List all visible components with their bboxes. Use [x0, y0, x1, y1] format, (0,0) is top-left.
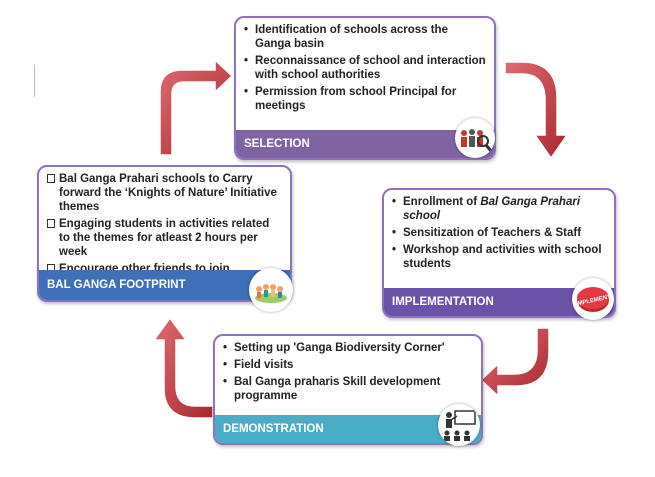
- list-item: Engaging students in activities related …: [47, 217, 282, 259]
- implementation-list: Enrollment of Bal Ganga Prahari school S…: [392, 195, 606, 271]
- list-item: Reconnaissance of school and interaction…: [244, 54, 486, 82]
- demonstration-list: Setting up 'Ganga Biodiversity Corner' F…: [223, 341, 473, 403]
- cycle-arrow-selection-to-implementation: [504, 61, 569, 160]
- classroom-presentation-icon: [438, 404, 480, 446]
- list-item: Sensitization of Teachers & Staff: [392, 226, 606, 240]
- school-name: Bal Ganga Prahari school: [403, 196, 581, 222]
- footprint-card: Bal Ganga Prahari schools to Carry forwa…: [37, 165, 292, 302]
- list-item: Field visits: [223, 358, 473, 372]
- selection-list: Identification of schools across the Gan…: [244, 23, 486, 113]
- implementation-title: IMPLEMENTATION: [392, 296, 494, 308]
- list-item: Bal Ganga praharis Skill development pro…: [223, 375, 473, 403]
- selection-title: SELECTION: [244, 138, 310, 150]
- list-item: Setting up 'Ganga Biodiversity Corner': [223, 341, 473, 355]
- list-item: Identification of schools across the Gan…: [244, 23, 486, 51]
- demonstration-title: DEMONSTRATION: [223, 423, 324, 435]
- footprint-band: BAL GANGA FOOTPRINT: [39, 270, 290, 300]
- list-item: Bal Ganga Prahari schools to Carry forwa…: [47, 172, 282, 214]
- cycle-arrow-implementation-to-demonstration: [479, 327, 550, 398]
- list-item: Enrollment of Bal Ganga Prahari school: [392, 195, 606, 223]
- children-group-icon: [249, 268, 293, 312]
- selection-card: Identification of schools across the Gan…: [234, 16, 496, 160]
- selection-band: SELECTION: [236, 130, 494, 158]
- implement-stamp-icon: IMPLEMENT: [572, 278, 614, 320]
- cycle-arrow-demonstration-to-footprint: [152, 316, 214, 419]
- list-item: Workshop and activities with school stud…: [392, 243, 606, 271]
- separator-line: [34, 65, 35, 97]
- cycle-arrow-footprint-to-selection: [159, 58, 234, 156]
- footprint-list: Bal Ganga Prahari schools to Carry forwa…: [47, 172, 282, 276]
- list-item: Permission from school Principal for mee…: [244, 85, 486, 113]
- people-search-icon: [455, 118, 495, 158]
- footprint-title: BAL GANGA FOOTPRINT: [47, 279, 186, 291]
- demonstration-band: DEMONSTRATION: [215, 415, 481, 443]
